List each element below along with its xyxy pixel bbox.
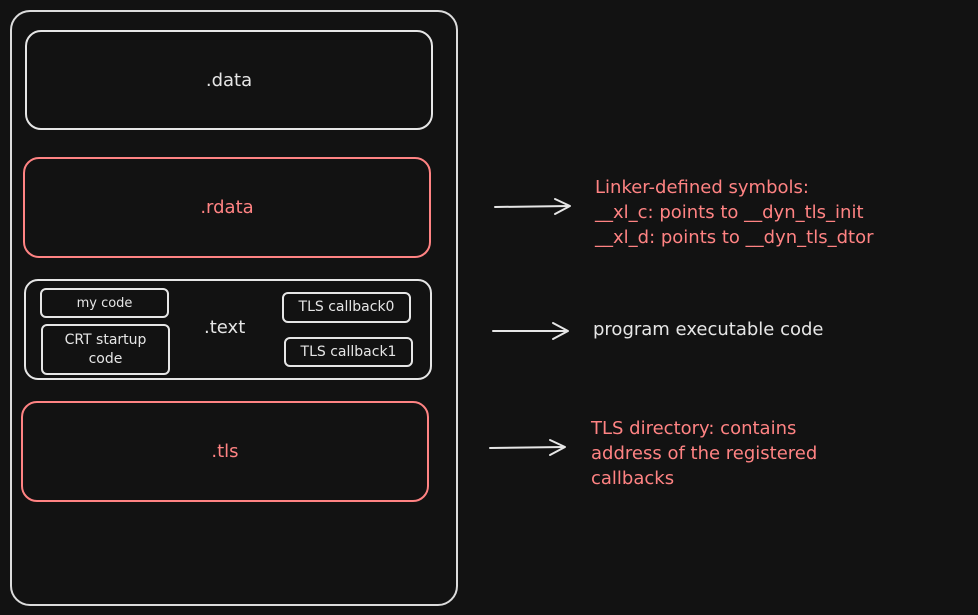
data-section-label: .data (205, 69, 253, 91)
tls-section: .tls (21, 401, 429, 502)
text-note: program executable code (593, 319, 824, 340)
tls-callback1-box: TLS callback1 (284, 337, 413, 367)
text-arrow-icon (492, 322, 569, 340)
crt-startup-code-label: CRT startup code (64, 331, 147, 367)
data-section: .data (25, 30, 433, 130)
my-code-box: my code (40, 288, 169, 318)
text-section (24, 279, 432, 380)
rdata-section-label: .rdata (200, 197, 254, 218)
rdata-arrow-icon (494, 198, 571, 215)
pe-image-container (10, 10, 458, 606)
tls-callback0-label: TLS callback0 (298, 299, 395, 315)
tls-callback0-box: TLS callback0 (282, 292, 411, 323)
tls-note: TLS directory: contains address of the r… (591, 418, 818, 489)
rdata-note: Linker-defined symbols: __xl_c: points t… (595, 177, 874, 248)
crt-startup-code-box: CRT startup code (41, 324, 170, 375)
tls-section-label: .tls (211, 441, 239, 462)
tls-arrow-icon (489, 439, 566, 456)
tls-callback1-label: TLS callback1 (300, 343, 397, 360)
text-section-label: .text (204, 317, 246, 338)
my-code-label: my code (76, 295, 133, 311)
rdata-section: .rdata (23, 157, 431, 258)
